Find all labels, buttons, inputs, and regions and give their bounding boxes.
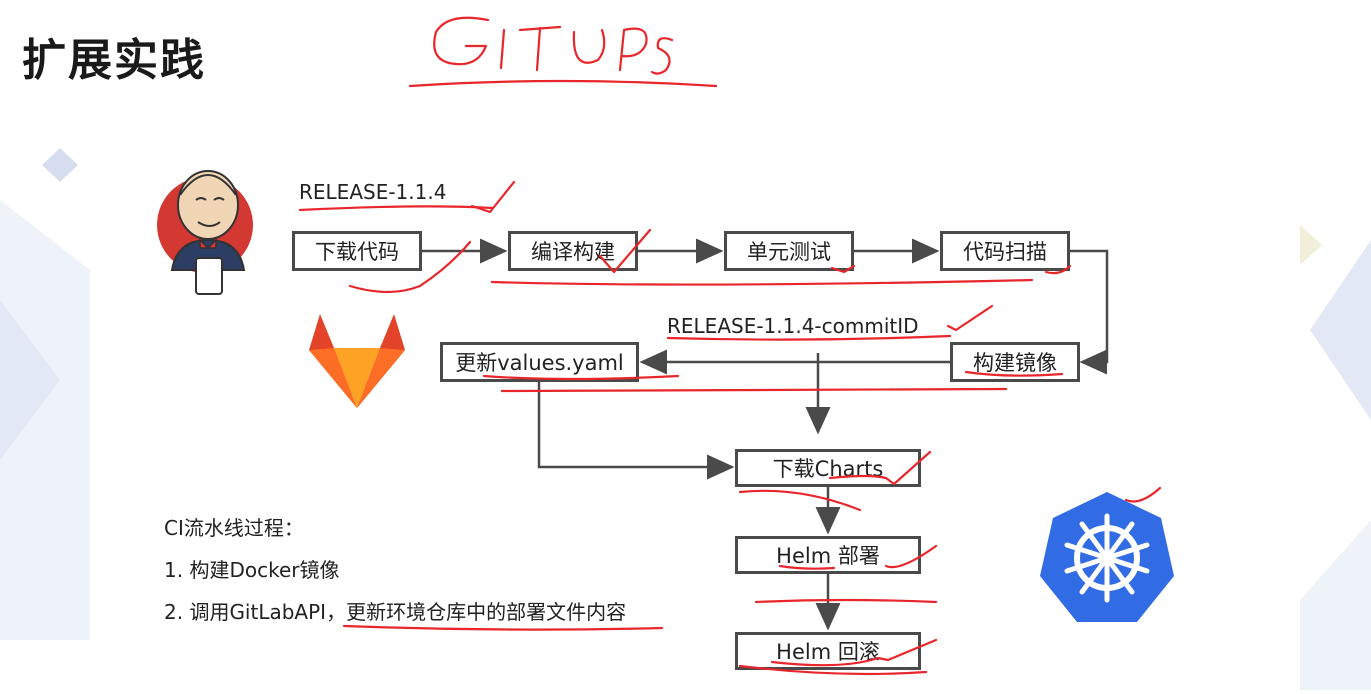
stage-label: 编译构建 bbox=[531, 240, 615, 264]
slide-title: 扩展实践 bbox=[22, 35, 206, 86]
stage-label: Helm 回滚 bbox=[776, 640, 880, 664]
notes-step-1: 1. 构建Docker镜像 bbox=[164, 558, 340, 582]
notes-heading: CI流水线过程： bbox=[164, 516, 304, 540]
stage-unit-test: 单元测试 bbox=[724, 231, 854, 271]
handwritten-gitops-text bbox=[433, 16, 674, 75]
release-commit-tag-label: RELEASE-1.1.4-commitID bbox=[667, 314, 919, 338]
ci-process-notes: CI流水线过程： 1. 构建Docker镜像 2. 调用GitLabAPI，更新… bbox=[164, 507, 626, 633]
stage-label: 代码扫描 bbox=[963, 240, 1047, 264]
release-tag-label: RELEASE-1.1.4 bbox=[299, 180, 447, 204]
stage-label: Helm 部署 bbox=[776, 544, 880, 568]
notes-step-2: 2. 调用GitLabAPI，更新环境仓库中的部署文件内容 bbox=[164, 600, 627, 624]
stage-update-values: 更新values.yaml bbox=[440, 342, 639, 382]
stage-compile-build: 编译构建 bbox=[508, 231, 638, 271]
stage-helm-rollback: Helm 回滚 bbox=[735, 632, 921, 670]
stage-label: 构建镜像 bbox=[973, 351, 1057, 375]
stage-code-scan: 代码扫描 bbox=[940, 231, 1070, 271]
stage-build-image: 构建镜像 bbox=[950, 342, 1080, 382]
stage-label: 下载代码 bbox=[315, 240, 399, 264]
stage-label: 更新values.yaml bbox=[455, 351, 624, 375]
stage-label: 单元测试 bbox=[747, 240, 831, 264]
stage-download-code: 下载代码 bbox=[292, 231, 422, 271]
